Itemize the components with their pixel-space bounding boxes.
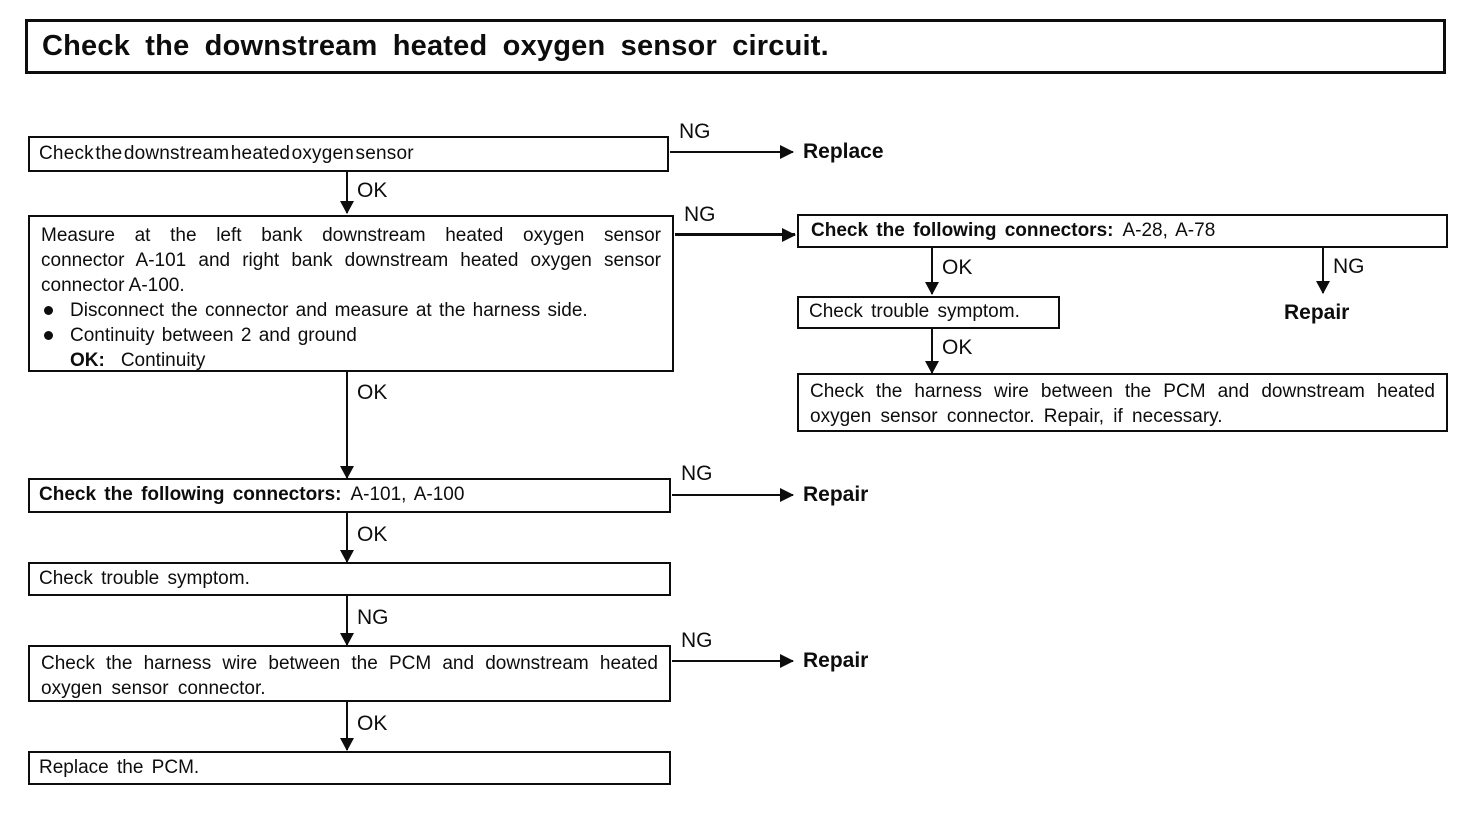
harness-right-line-1: Check the harness wire between the PCM a… bbox=[810, 381, 1435, 402]
measure-ok-value: Continuity bbox=[120, 350, 206, 371]
arrow-down-ok-1 bbox=[340, 172, 354, 214]
edge-label-ng-right: NG bbox=[1333, 255, 1365, 278]
page-title: Check the downstream heated oxygen senso… bbox=[42, 30, 829, 62]
edge-label-ng-1: NG bbox=[679, 120, 711, 143]
node-check-downstream-sensor: Check the downstream heated oxygen senso… bbox=[28, 136, 669, 172]
measure-bullet-2: Continuity between 2 and ground bbox=[70, 325, 357, 346]
edge-label-ok-5: OK bbox=[357, 712, 388, 735]
terminal-repair-right: Repair bbox=[1284, 301, 1350, 324]
arrow-down-ok-5 bbox=[340, 702, 354, 751]
edge-label-ng-4: NG bbox=[357, 606, 389, 629]
edge-label-ng-3: NG bbox=[681, 462, 713, 485]
connectors-left-bold: Check the following connectors: bbox=[39, 484, 342, 505]
arrow-down-ok-3 bbox=[340, 513, 354, 563]
harness-right-line-2: oxygen sensor connector. Repair, if nece… bbox=[810, 406, 1223, 427]
arrow-down-ng-right bbox=[1316, 248, 1330, 294]
arrow-down-ok-right-2 bbox=[925, 329, 939, 374]
measure-line-1: Measure at the left bank downstream heat… bbox=[41, 225, 661, 246]
measure-ok-key: OK: bbox=[70, 350, 105, 371]
edge-label-ng-2: NG bbox=[684, 203, 716, 226]
arrow-right-ng-2 bbox=[675, 227, 796, 242]
node-check-harness-left: Check the harness wire between the PCM a… bbox=[28, 645, 671, 702]
arrow-right-ng-5 bbox=[672, 654, 794, 668]
arrow-right-ng-1 bbox=[670, 145, 794, 159]
edge-label-ok-right-2: OK bbox=[942, 336, 973, 359]
harness-left-line-1: Check the harness wire between the PCM a… bbox=[41, 653, 658, 674]
edge-label-ok-right-1: OK bbox=[942, 256, 973, 279]
connectors-left-value: A-101, A-100 bbox=[350, 484, 465, 505]
edge-label-ok-1: OK bbox=[357, 179, 388, 202]
edge-label-ok-3: OK bbox=[357, 523, 388, 546]
arrow-down-ok-right-1 bbox=[925, 248, 939, 295]
measure-line-3: connector A-100. bbox=[41, 275, 185, 296]
bullet-icon bbox=[44, 306, 53, 315]
harness-left-line-2: oxygen sensor connector. bbox=[41, 678, 266, 699]
terminal-replace: Replace bbox=[803, 140, 884, 163]
node-check-connectors-a28-a78: Check the following connectors: A-28, A-7… bbox=[797, 214, 1448, 248]
bullet-icon bbox=[44, 331, 53, 340]
connectors-right-bold: Check the following connectors: bbox=[811, 220, 1114, 241]
measure-bullet-1: Disconnect the connector and measure at … bbox=[70, 300, 588, 321]
arrow-right-ng-3 bbox=[672, 488, 794, 502]
edge-label-ok-2: OK bbox=[357, 381, 388, 404]
arrow-down-ok-2 bbox=[340, 372, 354, 479]
connectors-right-value: A-28, A-78 bbox=[1122, 220, 1216, 241]
node-check-connectors-a101-a100: Check the following connectors: A-101, A-… bbox=[28, 478, 671, 513]
node-check-trouble-symptom-right: Check trouble symptom. bbox=[797, 296, 1060, 329]
node-check-trouble-symptom-left: Check trouble symptom. bbox=[28, 562, 671, 596]
edge-label-ng-5: NG bbox=[681, 629, 713, 652]
arrow-down-ng-4 bbox=[340, 596, 354, 646]
node-measure-connectors: Measure at the left bank downstream heat… bbox=[28, 215, 674, 372]
node-replace-pcm: Replace the PCM. bbox=[28, 751, 671, 785]
title-box: Check the downstream heated oxygen senso… bbox=[25, 19, 1446, 74]
terminal-repair-1: Repair bbox=[803, 483, 869, 506]
terminal-repair-2: Repair bbox=[803, 649, 869, 672]
measure-line-2: connector A-101 and right bank downstrea… bbox=[41, 250, 661, 271]
node-check-harness-right: Check the harness wire between the PCM a… bbox=[797, 373, 1448, 432]
